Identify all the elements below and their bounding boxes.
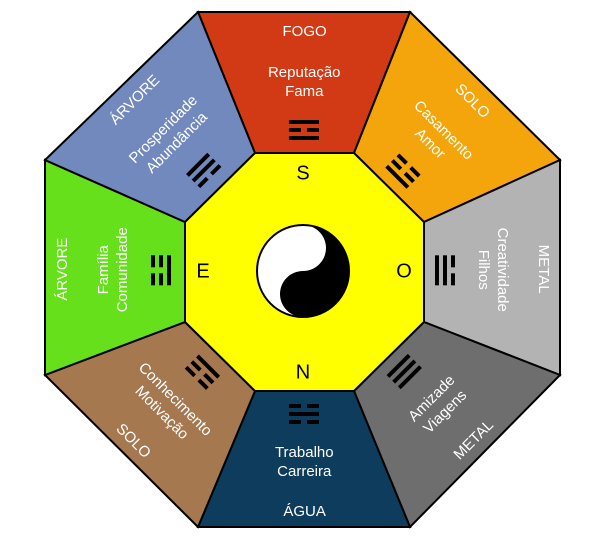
sector-left-aspect-2: Comunidade <box>114 227 131 312</box>
trigram-line-broken <box>390 159 403 171</box>
sector-right-aspect-1: Creatividade <box>494 228 511 312</box>
trigram-line-broken <box>197 378 209 390</box>
sector-top-aspect-1: Reputação <box>268 64 341 81</box>
trigram-line-broken <box>306 419 319 424</box>
sector-right-element: METAL <box>535 245 552 294</box>
trigram-line-solid <box>191 158 216 183</box>
trigram-line-solid <box>385 164 410 189</box>
sector-top-element: FOGO <box>282 23 326 40</box>
trigram-line-broken <box>288 403 301 408</box>
yin-dot <box>296 287 310 301</box>
trigram-line-broken <box>184 365 197 378</box>
direction-north: N <box>296 361 310 383</box>
trigram-line-broken <box>288 128 301 133</box>
trigram-line-solid <box>288 120 319 125</box>
sector-top-left-trigram <box>186 152 222 189</box>
trigram-line-broken <box>210 164 222 176</box>
trigram-line-solid <box>196 354 221 379</box>
trigram-line-solid <box>288 136 319 141</box>
sector-top-trigram <box>288 120 319 141</box>
direction-west: O <box>396 260 412 282</box>
trigram-line-solid <box>288 411 319 416</box>
trigram-line-broken <box>409 166 421 178</box>
trigram-line-solid <box>442 255 447 286</box>
sector-bottom-aspect-1: Trabalho <box>275 444 334 461</box>
trigram-line-broken <box>151 273 156 286</box>
direction-east: E <box>196 260 209 282</box>
sector-right-aspect-2: Filhos <box>475 250 492 290</box>
trigram-line-broken <box>190 360 202 372</box>
sector-bottom-left-trigram <box>184 354 221 390</box>
direction-south: S <box>296 162 309 184</box>
trigram-line-broken <box>159 255 164 268</box>
trigram-line-solid <box>386 353 411 378</box>
trigram-line-broken <box>396 153 408 165</box>
trigram-line-broken <box>306 403 319 408</box>
trigram-line-broken <box>450 255 455 268</box>
trigram-line-broken <box>151 255 156 268</box>
trigram-line-solid <box>434 255 439 286</box>
sector-bottom-aspect-2: Carreira <box>277 463 332 480</box>
trigram-line-broken <box>403 171 415 184</box>
sector-left-trigram <box>151 255 172 286</box>
trigram-line-broken <box>203 372 215 385</box>
sector-bottom-right-trigram <box>386 353 422 390</box>
trigram-line-broken <box>159 273 164 286</box>
yang-dot <box>296 241 310 255</box>
sector-bottom-trigram <box>288 403 319 424</box>
sector-top-aspect-2: Fama <box>285 83 324 100</box>
sector-top-right-trigram <box>385 153 421 189</box>
trigram-line-solid <box>392 359 417 384</box>
trigram-line-solid <box>186 152 211 177</box>
trigram-line-solid <box>397 365 422 390</box>
trigram-line-broken <box>197 176 209 189</box>
sector-left-aspect-1: Família <box>95 244 112 294</box>
sector-bottom-element: ÁGUA <box>283 503 326 520</box>
trigram-line-broken <box>306 128 319 133</box>
trigram-line-solid <box>167 255 172 286</box>
sector-right-trigram <box>434 255 455 286</box>
trigram-line-broken <box>450 273 455 286</box>
trigram-line-broken <box>288 419 301 424</box>
sector-left-element: ÁRVORE <box>54 238 71 301</box>
yin-yang-icon <box>256 224 350 318</box>
